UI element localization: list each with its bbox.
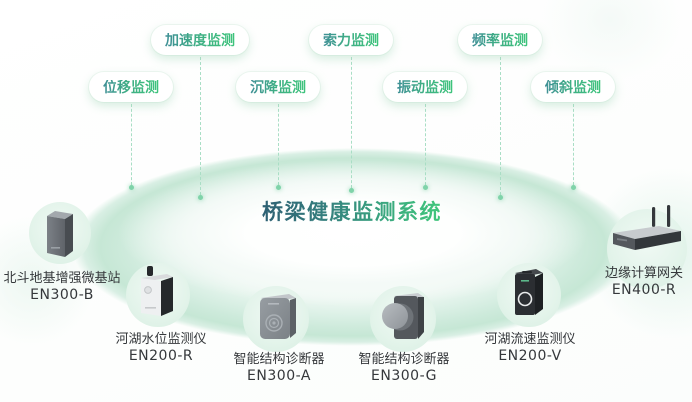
- structure-diagnostic-disc-device-icon: [382, 293, 424, 339]
- connector-line-displacement: [129, 104, 134, 190]
- device-name: 智能结构诊断器: [233, 352, 325, 367]
- pill-label: 沉降监测: [250, 80, 306, 96]
- device-label-en400r: 边缘计算网关 EN400-R: [605, 265, 683, 299]
- connector-line-frequency: [498, 57, 503, 200]
- pill-label: 加速度监测: [165, 33, 235, 49]
- background-blob: [540, 0, 680, 80]
- device-name: 边缘计算网关: [604, 266, 684, 281]
- pill-frequency-monitoring: 频率监测: [458, 25, 542, 55]
- connector-line-vibration: [423, 104, 428, 190]
- basestation-tower-device-icon: [47, 211, 73, 257]
- edge-computing-gateway-device-icon: [613, 205, 681, 250]
- device-label-en200v: 河湖流速监测仪 EN200-V: [484, 331, 575, 365]
- connector-line-cable-force: [349, 57, 354, 193]
- pill-label: 振动监测: [397, 80, 453, 96]
- pill-vibration-monitoring: 振动监测: [383, 72, 467, 102]
- device-model: EN300-G: [371, 368, 437, 384]
- pill-label: 位移监测: [103, 80, 159, 96]
- device-name: 河湖水位监测仪: [115, 332, 207, 347]
- device-model: EN200-R: [128, 348, 194, 364]
- connector-line-tilt: [571, 104, 576, 190]
- device-name: 北斗地基增强微基站: [3, 271, 121, 286]
- pill-tilt-monitoring: 倾斜监测: [531, 72, 615, 102]
- connector-line-settlement: [276, 104, 281, 190]
- system-title: 桥梁健康监测系统: [262, 196, 442, 226]
- device-label-en300a: 智能结构诊断器 EN300-A: [233, 351, 324, 385]
- device-model: EN200-V: [498, 348, 562, 364]
- device-name: 智能结构诊断器: [358, 352, 450, 367]
- flow-velocity-monitor-device-icon: [515, 269, 543, 315]
- device-model: EN300-B: [30, 287, 94, 303]
- water-level-monitor-device-icon: [141, 266, 173, 316]
- pill-settlement-monitoring: 沉降监测: [236, 72, 320, 102]
- pill-acceleration-monitoring: 加速度监测: [151, 25, 249, 55]
- connector-line-acceleration: [198, 57, 203, 200]
- device-label-en200r: 河湖水位监测仪 EN200-R: [115, 331, 206, 365]
- device-model: EN300-A: [247, 368, 311, 384]
- pill-label: 频率监测: [472, 33, 528, 49]
- device-label-en300b: 北斗地基增强微基站 EN300-B: [3, 270, 120, 304]
- device-model: EN400-R: [611, 282, 677, 298]
- structure-diagnostic-device-icon: [260, 294, 296, 339]
- pill-label: 倾斜监测: [545, 80, 601, 96]
- pill-label: 索力监测: [323, 33, 379, 49]
- pill-cable-force-monitoring: 索力监测: [309, 25, 393, 55]
- device-name: 河湖流速监测仪: [484, 332, 576, 347]
- pill-displacement-monitoring: 位移监测: [89, 72, 173, 102]
- device-label-en300g: 智能结构诊断器 EN300-G: [358, 351, 449, 385]
